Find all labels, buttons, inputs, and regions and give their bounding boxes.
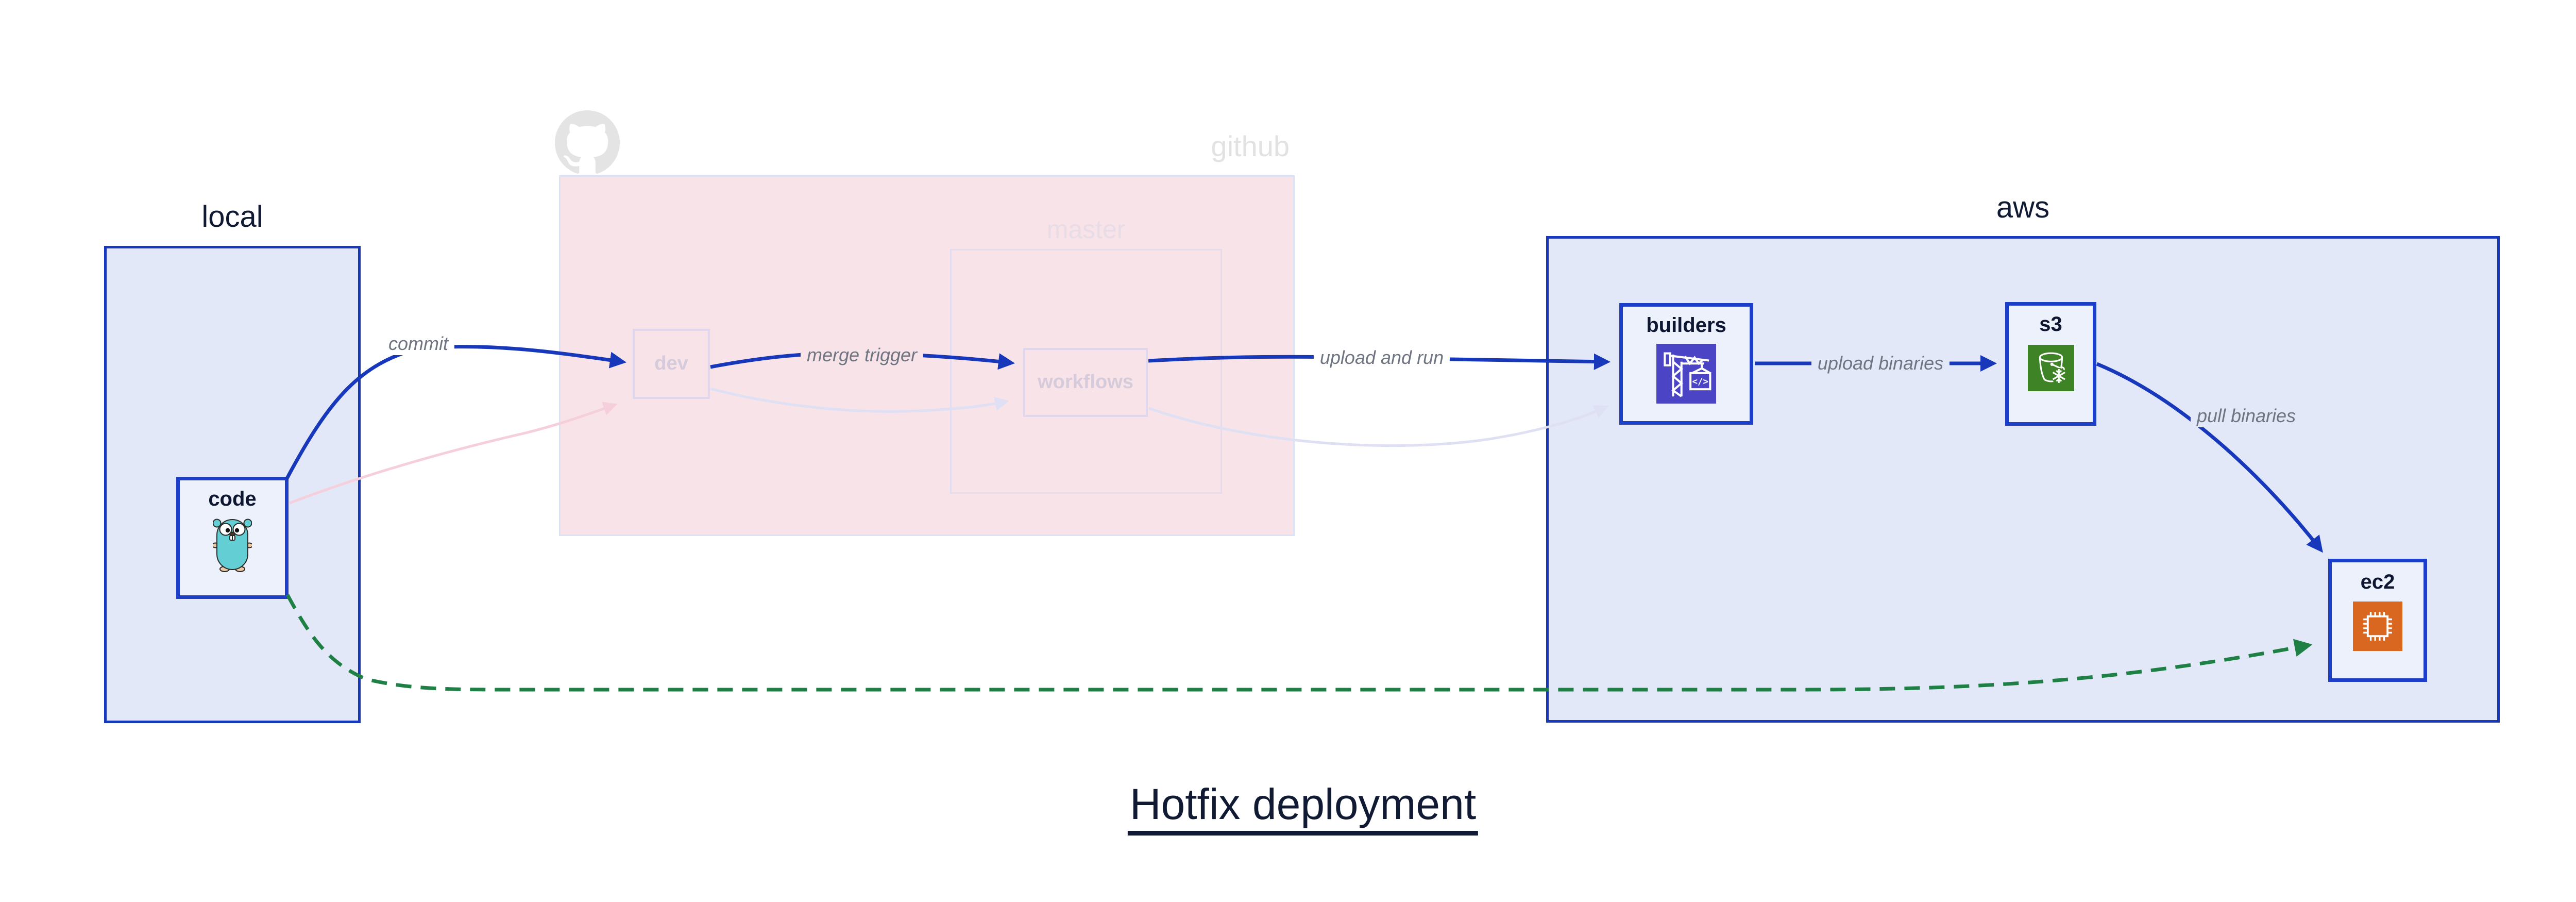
node-builders-label: builders bbox=[1646, 314, 1726, 337]
node-ec2-label: ec2 bbox=[2360, 571, 2395, 593]
svg-text:</>: </> bbox=[1692, 377, 1708, 387]
go-gopher-icon bbox=[213, 519, 252, 572]
group-github-label: github bbox=[1211, 130, 1290, 162]
edge-upload-and-run-label: upload and run bbox=[1313, 346, 1450, 369]
aws-s3-glacier-bucket-icon bbox=[2027, 345, 2074, 391]
node-s3: s3 bbox=[2005, 302, 2096, 426]
edge-merge-trigger-label: merge trigger bbox=[800, 344, 924, 366]
github-octocat-icon bbox=[555, 110, 620, 174]
edge-pull-binaries-label: pull binaries bbox=[2190, 405, 2302, 427]
edge-upload-binaries-label: upload binaries bbox=[1811, 352, 1950, 375]
node-s3-label: s3 bbox=[2039, 313, 2062, 336]
group-master-box bbox=[950, 249, 1222, 494]
aws-ec2-chip-icon bbox=[2353, 602, 2402, 651]
aws-codebuild-icon: </> bbox=[1656, 344, 1716, 404]
node-code-label: code bbox=[208, 488, 257, 510]
group-local-label: local bbox=[201, 200, 263, 233]
node-dev-label: dev bbox=[654, 353, 688, 375]
node-workflows-label: workflows bbox=[1038, 371, 1133, 393]
node-code: code bbox=[176, 477, 289, 599]
group-aws-label: aws bbox=[1996, 191, 2050, 224]
diagram-title: Hotfix deployment bbox=[1127, 781, 1479, 836]
group-master-label: master bbox=[1046, 215, 1126, 244]
node-builders: builders </> bbox=[1619, 303, 1753, 425]
edge-commit-label: commit bbox=[382, 332, 454, 355]
node-workflows: workflows bbox=[1023, 348, 1148, 417]
node-ec2: ec2 bbox=[2328, 559, 2427, 682]
node-dev: dev bbox=[633, 329, 710, 399]
